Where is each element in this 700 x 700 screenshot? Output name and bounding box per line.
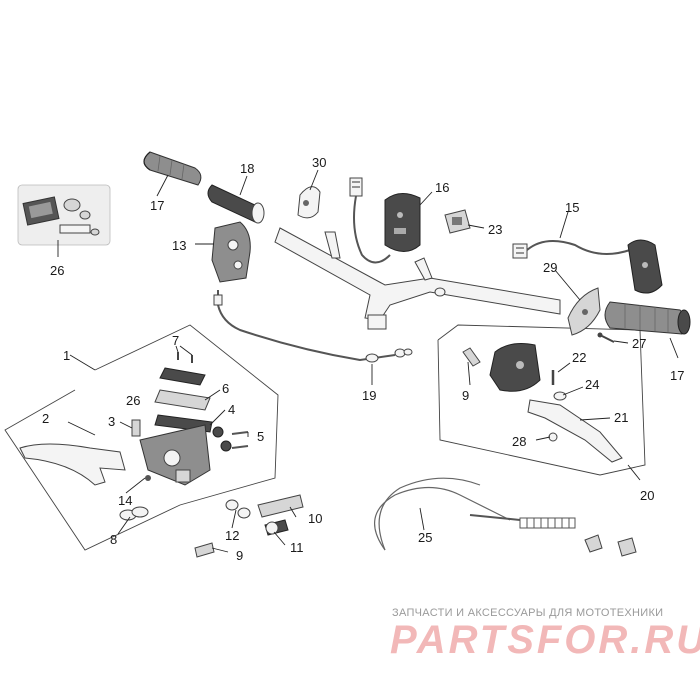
label-27: 27 [632, 336, 646, 351]
clutch-hardware [548, 370, 567, 442]
label-9-left: 9 [236, 548, 243, 563]
label-2: 2 [42, 411, 49, 426]
clamp-bracket [297, 186, 321, 219]
label-21: 21 [614, 410, 628, 425]
label-20: 20 [640, 488, 654, 503]
left-grip [143, 151, 202, 186]
label-16: 16 [435, 180, 449, 195]
label-14: 14 [118, 493, 132, 508]
label-18: 18 [240, 161, 254, 176]
clutch-lever-housing [489, 343, 541, 392]
label-4: 4 [228, 402, 235, 417]
clutch-lever [527, 399, 623, 463]
label-19: 19 [362, 388, 376, 403]
screw-27 [597, 332, 615, 343]
label-11: 11 [290, 540, 304, 555]
right-cover-bracket [567, 287, 601, 336]
part-number-labels: 1 2 3 4 5 6 7 8 9 9 10 11 12 13 14 15 16… [42, 155, 684, 563]
label-26-inset: 26 [50, 263, 64, 278]
label-28: 28 [512, 434, 526, 449]
label-3: 3 [108, 414, 115, 429]
leader-lines [57, 169, 679, 553]
label-23: 23 [488, 222, 502, 237]
throttle-housing [211, 221, 251, 283]
small-switch-block [444, 209, 471, 234]
bleed-screw-left [194, 542, 215, 558]
label-10: 10 [308, 511, 322, 526]
label-24: 24 [585, 377, 599, 392]
right-grip [604, 301, 691, 335]
inset-master-cylinder-detail [17, 184, 111, 246]
label-6: 6 [222, 381, 229, 396]
label-1: 1 [63, 348, 70, 363]
assembly-20-outline [437, 324, 646, 476]
label-7: 7 [172, 333, 179, 348]
right-switch-wire [512, 240, 631, 259]
small-hardware-left [119, 352, 249, 521]
label-25: 25 [418, 530, 432, 545]
right-switch-housing [627, 239, 663, 294]
bleed-screw-right [462, 347, 481, 367]
label-15: 15 [565, 200, 579, 215]
switch-wire-left [349, 177, 391, 264]
label-9-right: 9 [462, 388, 469, 403]
label-17-right: 17 [670, 368, 684, 383]
clutch-cable [374, 477, 637, 557]
label-8: 8 [110, 532, 117, 547]
label-17-left: 17 [150, 198, 164, 213]
assembly-1-outline [4, 324, 279, 551]
throttle-cable [213, 290, 413, 363]
label-22: 22 [572, 350, 586, 365]
brake-master-cylinder [139, 367, 213, 486]
label-26-assembly: 26 [126, 393, 140, 408]
watermark-logo: PARTSFOR.RU [390, 618, 700, 662]
handlebar [274, 227, 561, 330]
throttle-tube [207, 184, 265, 224]
label-29: 29 [543, 260, 557, 275]
left-switch-housing [384, 193, 421, 252]
watermark-caption: ЗАПЧАСТИ И АКСЕССУАРЫ ДЛЯ МОТОТЕХНИКИ [392, 607, 664, 619]
brake-hose-fitting [225, 494, 304, 536]
label-12: 12 [225, 528, 239, 543]
label-30: 30 [312, 155, 326, 170]
label-5: 5 [257, 429, 264, 444]
label-13: 13 [172, 238, 186, 253]
brake-lever-left [19, 443, 126, 486]
